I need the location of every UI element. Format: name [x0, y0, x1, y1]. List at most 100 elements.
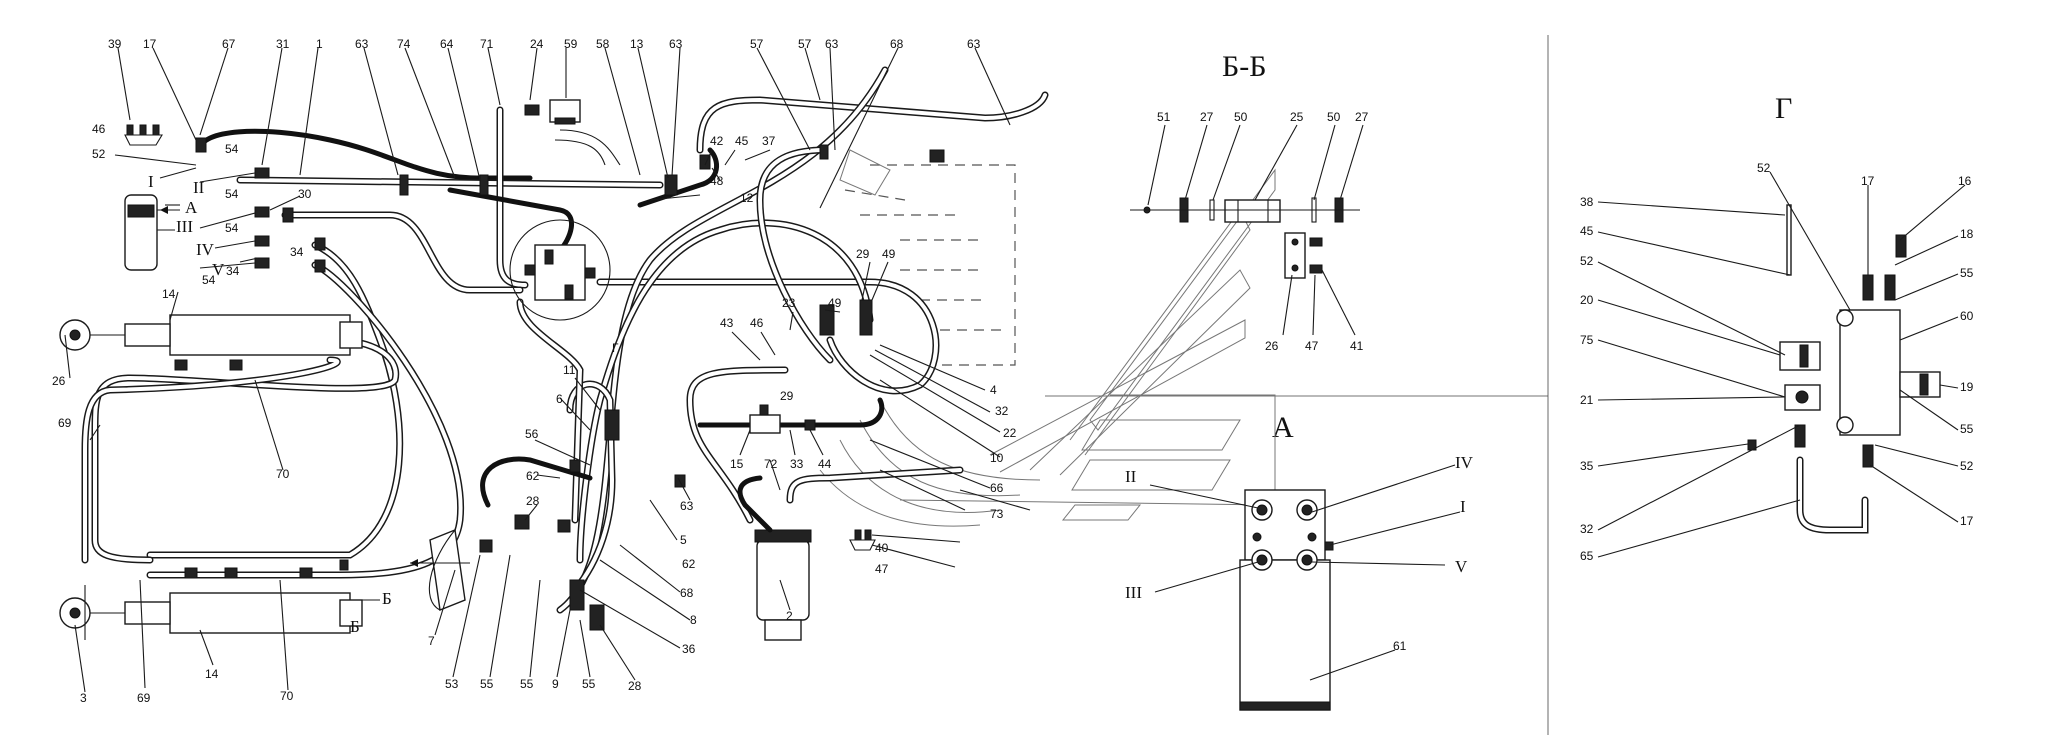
callout: 23	[782, 296, 796, 310]
callout: 67	[222, 37, 236, 51]
callout: 10	[990, 451, 1004, 465]
callout: 19	[1960, 380, 1974, 394]
callout: 69	[137, 691, 151, 705]
callout: 45	[1580, 224, 1594, 238]
callout: 14	[162, 287, 176, 301]
callout: 60	[1960, 309, 1974, 323]
callout: 58	[596, 37, 610, 51]
callout: 47	[875, 562, 889, 576]
callout: 24	[530, 37, 544, 51]
port-label: V	[1455, 557, 1468, 576]
callout: 57	[750, 37, 764, 51]
callout: 26	[52, 374, 66, 388]
callout: 27	[1200, 110, 1214, 124]
callout: 63	[669, 37, 683, 51]
callout: 54	[225, 142, 239, 156]
detail-g-valve-block	[1747, 204, 1941, 534]
callout: 63	[825, 37, 839, 51]
port-label: V	[212, 260, 225, 279]
callout: 32	[1580, 522, 1594, 536]
callout: 35	[1580, 459, 1594, 473]
view-arrow-b-top: Б	[382, 589, 392, 608]
callout: 55	[1960, 266, 1974, 280]
callout: 54	[202, 273, 216, 287]
callout: 13	[630, 37, 644, 51]
callout: 21	[1580, 393, 1594, 407]
callout: 29	[856, 247, 870, 261]
callout: 62	[682, 557, 696, 571]
detail-a-steering-unit	[1239, 489, 1334, 711]
callout: 31	[276, 37, 290, 51]
steering-cylinder-upper	[59, 314, 363, 356]
view-arrow-a: А	[185, 198, 198, 217]
callout: 57	[798, 37, 812, 51]
callout: 68	[890, 37, 904, 51]
callout: 55	[582, 677, 596, 691]
callout: 9	[552, 677, 559, 691]
callout: 17	[143, 37, 157, 51]
callout: 22	[1003, 426, 1017, 440]
filter-inlet	[737, 475, 773, 533]
hose-routing	[81, 66, 1049, 614]
fitting-39-46	[124, 124, 163, 146]
callout: 55	[520, 677, 534, 691]
port-label: I	[148, 172, 154, 191]
callout: 39	[108, 37, 122, 51]
callout: 63	[355, 37, 369, 51]
callout: 46	[92, 122, 106, 136]
callout: 46	[750, 316, 764, 330]
callout: 47	[1305, 339, 1319, 353]
tank	[410, 529, 470, 611]
callout: 63	[967, 37, 981, 51]
callout: 34	[226, 264, 240, 278]
steering-cylinder-lower	[59, 585, 363, 640]
callout: 61	[1393, 639, 1407, 653]
callout: 75	[1580, 333, 1594, 347]
callout: 40	[875, 541, 889, 555]
leader-lines	[64, 47, 1966, 693]
view-arrows: А Б Б	[160, 198, 450, 636]
callout: 74	[397, 37, 411, 51]
callout: 59	[564, 37, 578, 51]
callout: 5	[680, 533, 687, 547]
callouts-section-bb: 51 27 50 25 50 27 26 47 41	[1157, 110, 1369, 353]
callout: 27	[1355, 110, 1369, 124]
callout: 18	[1960, 227, 1974, 241]
view-arrow-b-bottom: Б	[350, 617, 360, 636]
port-label: III	[1125, 583, 1142, 602]
port-label: I	[1460, 497, 1466, 516]
callouts-detail-g: 52 17 16 38 45 18 52 55 60 20 75 19 21 5…	[1580, 161, 1974, 563]
callout: 28	[526, 494, 540, 508]
callout: 32	[995, 404, 1009, 418]
callout: 20	[1580, 293, 1594, 307]
callout: 6	[556, 392, 563, 406]
port-label: IV	[1455, 453, 1474, 472]
port-label: III	[176, 217, 193, 236]
callout: 17	[1960, 514, 1974, 528]
steering-pump	[124, 194, 180, 271]
callout: 51	[1157, 110, 1171, 124]
section-bb	[1130, 197, 1360, 279]
callout: 52	[1757, 161, 1771, 175]
callout: 62	[526, 469, 540, 483]
callout: 70	[280, 689, 294, 703]
callout: 41	[1350, 339, 1364, 353]
callout: 52	[92, 147, 106, 161]
callout: 25	[1290, 110, 1304, 124]
callout: 71	[480, 37, 494, 51]
callout: 44	[818, 457, 832, 471]
callout: 38	[1580, 195, 1594, 209]
fittings	[174, 104, 945, 631]
distributor-valve	[509, 219, 611, 321]
port-label: II	[193, 178, 205, 197]
valve-15	[749, 404, 781, 434]
valve-59	[549, 99, 621, 166]
callout: 64	[440, 37, 454, 51]
callout: 73	[990, 507, 1004, 521]
port-label: IV	[196, 240, 215, 259]
callout: 45	[735, 134, 749, 148]
callout: 49	[882, 247, 896, 261]
callouts-main: 39 17 67 31 1 63 74 64 71 24 59 58 13 63…	[52, 37, 1017, 705]
callout: 29	[780, 389, 794, 403]
